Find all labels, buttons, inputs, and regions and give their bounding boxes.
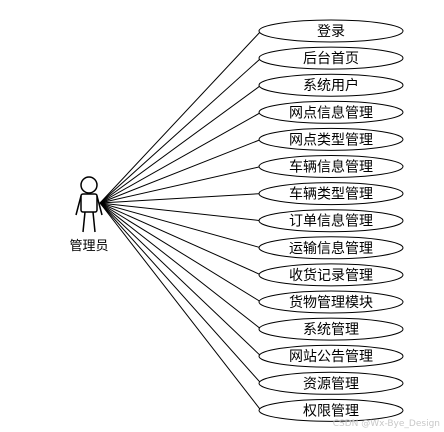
use-case: 网点信息管理 [258, 100, 404, 124]
use-case-label: 收货记录管理 [289, 267, 373, 284]
use-case: 车辆类型管理 [258, 182, 404, 206]
association-line [99, 202, 262, 330]
association-line [99, 111, 262, 204]
association-line [99, 84, 262, 204]
actor-right-leg [92, 211, 96, 233]
use-case: 网站公告管理 [258, 344, 404, 368]
use-case-ellipse [258, 73, 404, 97]
use-case-ellipse [258, 398, 404, 422]
actor-right-arm [96, 195, 103, 216]
association-line [99, 166, 262, 204]
use-case: 资源管理 [258, 371, 404, 395]
actor-head [80, 176, 98, 194]
use-case-label: 网站公告管理 [289, 349, 373, 365]
use-case-ellipse [258, 19, 404, 43]
use-case: 收货记录管理 [258, 263, 404, 287]
use-case-ellipse [258, 127, 404, 151]
use-case-label: 系统管理 [303, 322, 359, 338]
association-line [99, 57, 262, 204]
use-case-ellipse [258, 46, 404, 70]
use-case-label: 运输信息管理 [289, 240, 373, 257]
use-case-ellipse [258, 317, 404, 341]
use-case-label: 网点信息管理 [289, 104, 373, 121]
use-case-ellipse [258, 100, 404, 124]
use-case-ellipse [258, 371, 404, 395]
association-line [99, 202, 262, 303]
use-case-label: 权限管理 [303, 403, 359, 419]
actor-left-leg [82, 211, 86, 233]
use-case: 货物管理模块 [258, 290, 404, 314]
use-case-ellipse [258, 344, 404, 368]
use-case-ellipse [258, 155, 404, 178]
actor-left-arm [75, 195, 82, 216]
use-case-label: 货物管理模块 [289, 294, 373, 311]
use-case-label: 系统用户 [303, 77, 359, 94]
use-case: 订单信息管理 [258, 209, 404, 233]
association-line [99, 202, 262, 276]
use-case-label: 后台首页 [303, 51, 359, 67]
use-case-label: 车辆信息管理 [289, 159, 373, 176]
use-case: 登录 [258, 19, 404, 43]
use-case: 运输信息管理 [258, 236, 404, 260]
association-line [99, 202, 262, 357]
association-lines [99, 30, 262, 411]
watermark: CSDN @Wx-Bye_Design [333, 419, 440, 429]
actor-body [80, 193, 98, 213]
use-cases: 登录后台首页系统用户网点信息管理网点类型管理车辆信息管理车辆类型管理订单信息管理… [258, 19, 404, 422]
use-case-label: 资源管理 [303, 376, 359, 392]
association-line [99, 193, 262, 204]
use-case-label: 车辆类型管理 [289, 186, 373, 203]
use-case: 系统用户 [258, 73, 404, 97]
use-case-ellipse [258, 236, 404, 260]
use-case-label: 登录 [317, 24, 345, 40]
use-case: 权限管理 [258, 398, 404, 422]
use-case: 系统管理 [258, 317, 404, 341]
use-case: 车辆信息管理 [258, 155, 404, 178]
association-line [99, 202, 262, 384]
actor-admin: 管理员 [69, 176, 109, 254]
association-line [99, 30, 262, 204]
actor-label: 管理员 [69, 239, 108, 254]
association-line [99, 138, 262, 204]
use-case-ellipse [258, 263, 404, 287]
association-line [99, 202, 262, 222]
use-case-ellipse [258, 290, 404, 314]
association-line [99, 202, 262, 249]
use-case-ellipse [258, 209, 404, 233]
use-case: 后台首页 [258, 46, 404, 70]
use-case: 网点类型管理 [258, 127, 404, 151]
use-case-label: 网点类型管理 [289, 132, 373, 148]
association-line [99, 202, 262, 411]
use-case-label: 订单信息管理 [289, 213, 373, 230]
use-case-ellipse [258, 182, 404, 206]
